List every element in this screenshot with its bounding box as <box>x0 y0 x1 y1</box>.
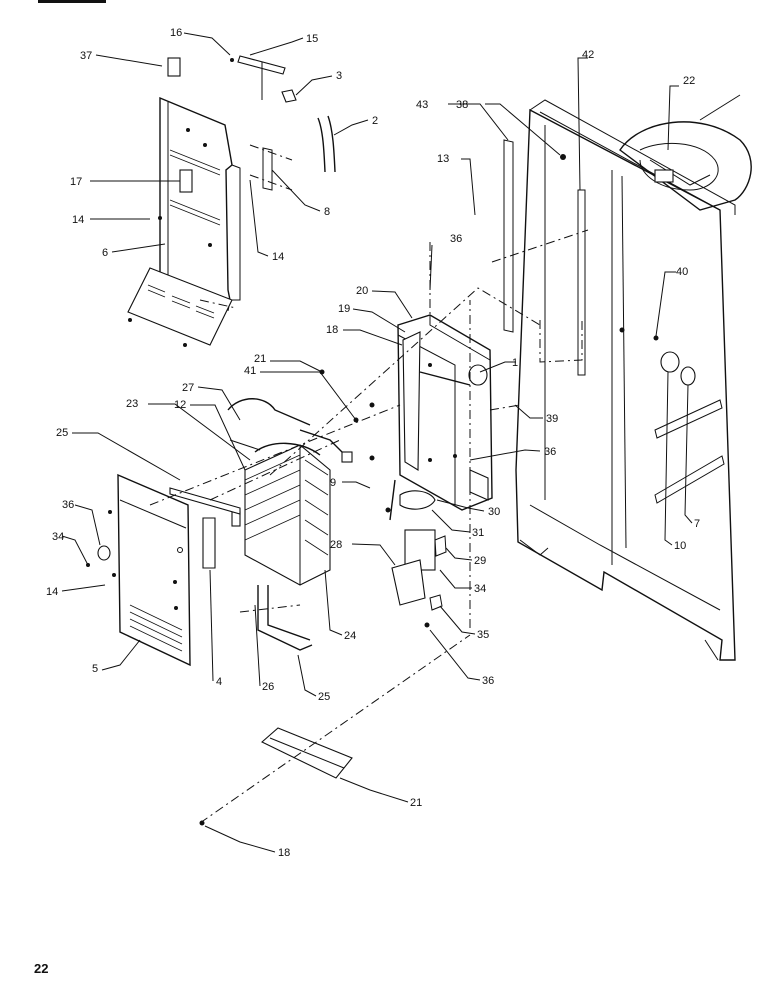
callout-5: 5 <box>92 663 98 675</box>
clip-12 <box>341 451 353 463</box>
bracket-4 <box>202 517 216 569</box>
header-rule-left <box>38 0 106 3</box>
fan-housing-20 <box>319 314 493 628</box>
fan-blade-32 <box>399 490 436 510</box>
callout-21: 21 <box>410 797 422 809</box>
leader-lines <box>61 32 693 853</box>
callout-42: 42 <box>582 49 594 61</box>
callout-25: 24 <box>344 630 356 642</box>
callout-36-b: 36 <box>62 499 74 511</box>
screw-40 <box>619 327 625 333</box>
callout-32: 30 <box>488 506 500 518</box>
cube-3 <box>281 89 297 103</box>
callout-30: 28 <box>330 539 342 551</box>
callout-9: 9 <box>330 477 336 489</box>
tube-29 <box>227 398 311 426</box>
callout-24: 23 <box>126 398 138 410</box>
callout-34-a: 34 <box>52 531 64 543</box>
callout-40: 40 <box>676 266 688 278</box>
callout-15: 15 <box>306 33 318 45</box>
callout-16: 16 <box>170 27 182 39</box>
callout-38: 38 <box>456 99 468 111</box>
bracket-35 <box>429 594 443 611</box>
callout-28: 26 <box>262 681 274 693</box>
callout-41: 41 <box>244 365 256 377</box>
callout-19: 19 <box>338 303 350 315</box>
callout-3: 3 <box>336 70 342 82</box>
callout-31: 29 <box>474 555 486 567</box>
callout-23: 22 <box>683 75 695 87</box>
rail-43 <box>503 139 514 333</box>
callout-36-a: 36 <box>450 233 462 245</box>
callout-18-b: 18 <box>278 847 290 859</box>
lower-grille-panel <box>127 267 233 346</box>
callout-20: 20 <box>356 285 368 297</box>
rail-42 <box>577 189 586 376</box>
clip-31 <box>434 535 447 557</box>
callout-2: 2 <box>372 115 378 127</box>
bracket-17 <box>179 169 193 193</box>
page-number: 22 <box>34 961 49 976</box>
callout-34-b: 34 <box>474 583 486 595</box>
callout-35: 35 <box>477 629 489 641</box>
strip-8 <box>262 147 273 191</box>
screw-40b <box>653 335 659 341</box>
callout-18-a: 18 <box>326 324 338 336</box>
callout-36-d: 36 <box>544 446 556 458</box>
callout-27: 25 <box>318 691 330 703</box>
callout-37: 37 <box>80 50 92 62</box>
callout-33: 31 <box>472 527 484 539</box>
callout-22: 21 <box>254 353 266 365</box>
shelf-bracket-upper <box>654 399 723 439</box>
callout-29: 27 <box>182 382 194 394</box>
callout-10: 10 <box>674 540 686 552</box>
callout-12: 12 <box>174 399 186 411</box>
screw-38 <box>560 154 566 160</box>
callout-14-a: 14 <box>72 214 84 226</box>
front-panel-5 <box>86 473 241 667</box>
callout-4: 4 <box>216 676 222 688</box>
callout-14-b: 14 <box>272 251 284 263</box>
callout-1: 1 <box>512 357 518 369</box>
callout-7: 7 <box>694 518 700 530</box>
callout-13: 13 <box>437 153 449 165</box>
knob-36 <box>97 545 111 561</box>
dispenser-button-icon <box>654 169 674 183</box>
shelf-bracket-lower <box>654 455 725 504</box>
evaporator-cover-6 <box>127 55 336 347</box>
cabinet-shell <box>491 94 752 661</box>
grommet-10 <box>660 351 680 373</box>
callout-43: 43 <box>416 99 428 111</box>
drain-pan-21 <box>199 727 353 826</box>
callout-14-c: 14 <box>46 586 58 598</box>
tube-2 <box>317 115 336 173</box>
motor-bracket-30 <box>391 559 426 606</box>
callout-26: 25 <box>56 427 68 439</box>
callout-labels: 37 16 15 3 2 17 14 6 8 14 43 38 13 42 22… <box>46 27 700 859</box>
callout-36-c: 36 <box>482 675 494 687</box>
strip-26 <box>169 487 241 515</box>
callout-6: 6 <box>102 247 108 259</box>
plug-7 <box>680 366 696 386</box>
callout-39: 39 <box>546 413 558 425</box>
callout-8: 8 <box>324 206 330 218</box>
callout-17: 17 <box>70 176 82 188</box>
clip-37 <box>167 57 181 77</box>
evaporator-coil-25 <box>227 398 353 651</box>
